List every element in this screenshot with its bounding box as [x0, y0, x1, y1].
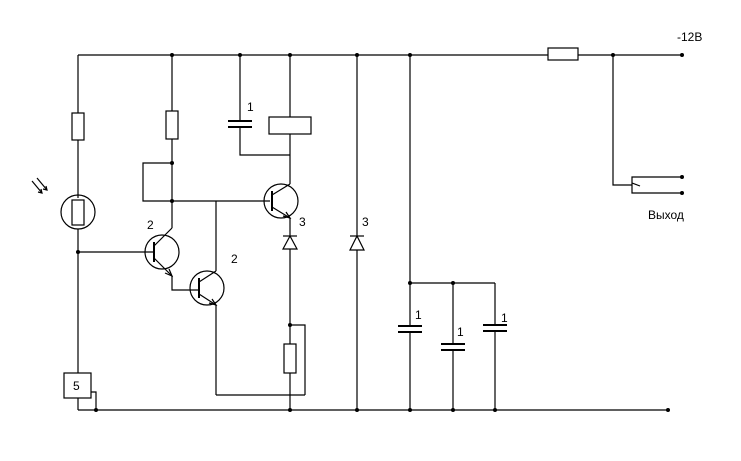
- block-5: [63, 372, 97, 410]
- q-right-label: 3: [299, 215, 306, 229]
- relay-capacitor-label: 1: [247, 100, 254, 114]
- relay-coil: [268, 55, 312, 184]
- output-label: Выход: [648, 208, 684, 222]
- output-contact: [612, 55, 682, 194]
- junction-dots: [76, 53, 684, 412]
- top-resistor: [547, 47, 579, 61]
- cap-a-label: 1: [415, 308, 422, 322]
- block-5-label: 5: [73, 379, 80, 393]
- left-branch: [60, 55, 96, 373]
- right-diode: [349, 55, 365, 410]
- light-arrows-icon: [31, 177, 48, 194]
- cap-b-label: 1: [457, 325, 464, 339]
- transistor-q-left: [78, 227, 198, 291]
- bias-branch: [142, 55, 305, 396]
- transistor-q-right: [263, 183, 299, 220]
- emitter-resistor: [283, 324, 306, 410]
- q-mid-label: 2: [231, 252, 238, 266]
- emitter-diode: [281, 218, 299, 344]
- capacitor-bank: [398, 55, 507, 410]
- transistor-q-mid: [189, 270, 225, 307]
- right-diode-label: 3: [362, 215, 369, 229]
- supply-label: -12В: [677, 30, 702, 44]
- q-left-label: 2: [147, 218, 154, 232]
- relay-capacitor: [228, 55, 290, 156]
- cap-c-label: 1: [501, 311, 508, 325]
